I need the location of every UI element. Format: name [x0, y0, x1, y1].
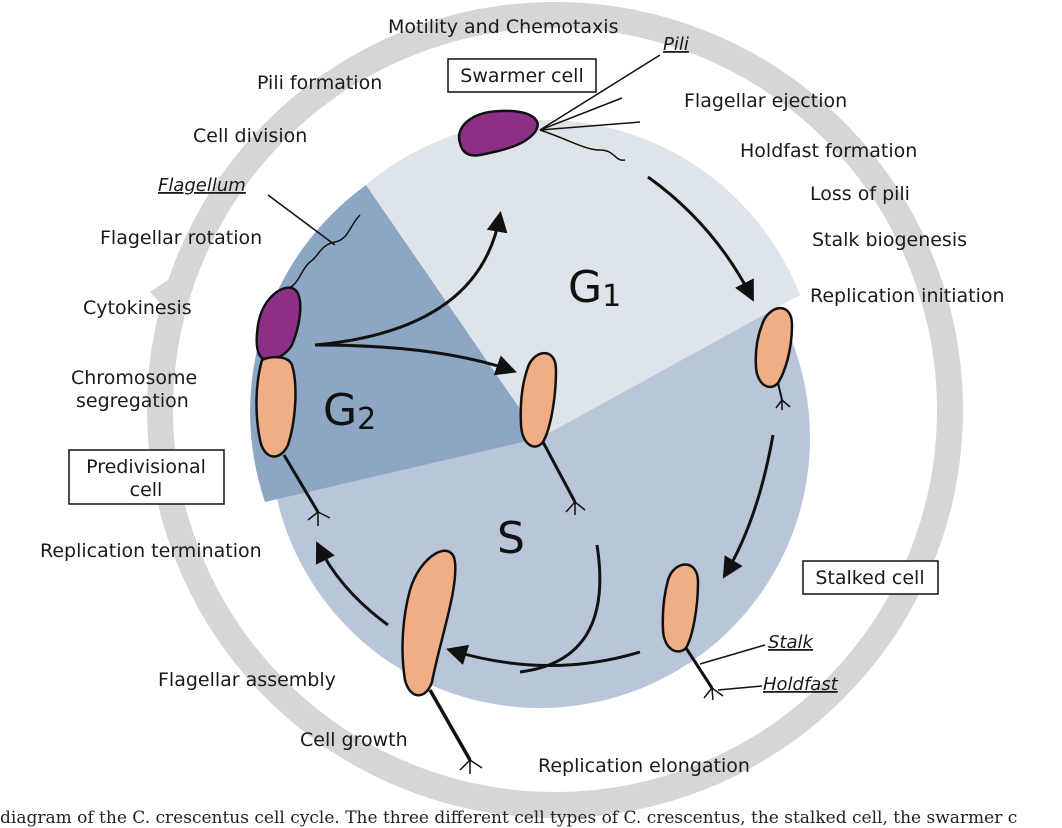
swarmer-cell-label: Swarmer cell [460, 65, 583, 87]
cell-body [401, 549, 457, 697]
pilus [539, 121, 641, 131]
cycle-arrows [314, 175, 775, 674]
stalked-compartment [255, 355, 297, 458]
flagellum [539, 129, 626, 161]
ring-arrowhead [150, 268, 186, 312]
flagellar-assembly-label: Flagellar assembly [158, 669, 336, 691]
replication-elongation-label: Replication elongation [538, 755, 750, 777]
holdfast-leader [717, 685, 763, 691]
replication-termination-label: Replication termination [40, 540, 262, 562]
cell-growth-label: Cell growth [300, 729, 408, 751]
stalk-biogenesis-label: Stalk biogenesis [812, 229, 967, 251]
arrow-to-stalked-daughter [314, 343, 517, 376]
predivisional-cell [255, 194, 361, 526]
replication-initiation-label: Replication initiation [810, 285, 1005, 307]
arrow-stalked-down [722, 434, 775, 579]
stalk-label: Stalk [768, 632, 815, 653]
g1-phase-sector [366, 119, 800, 438]
arrow-swarmer-to-stalked [647, 175, 754, 302]
chromosome-segregation-label-line1: Chromosome [71, 367, 197, 389]
stalk [684, 647, 714, 689]
swarmer-cell-body [457, 109, 539, 157]
stalk [428, 689, 472, 761]
swarmer-cell-box: Swarmer cell [447, 58, 597, 93]
stalk [541, 441, 577, 503]
cytokinesis-label: Cytokinesis [83, 297, 192, 319]
stalk [282, 454, 320, 513]
stalked-cell-center [519, 351, 586, 515]
s-label: S [497, 513, 525, 564]
flagellar-ejection-label: Flagellar ejection [684, 90, 847, 112]
pili-label: Pili [663, 34, 689, 55]
cell-body [661, 563, 700, 653]
g2-phase-sector [250, 185, 540, 502]
flagellum [284, 214, 361, 291]
holdfast-formation-label: Holdfast formation [740, 140, 917, 162]
predivisional-label-line2: cell [130, 479, 163, 501]
g2-label: G2 [323, 385, 376, 437]
chromosome-segregation-label-line2: segregation [76, 390, 189, 412]
predivisional-cell-box: Predivisional cell [68, 449, 225, 505]
flagellum-leader [267, 194, 336, 246]
stalked-cell-right [754, 306, 794, 410]
arrow-s-loop [519, 544, 602, 674]
stalk [777, 382, 783, 401]
flagellum-label: Flagellum [158, 175, 246, 196]
stalked-cell-label: Stalked cell [815, 567, 924, 589]
holdfast [307, 511, 331, 526]
pilus [539, 97, 623, 131]
pili-formation-label: Pili formation [257, 72, 382, 94]
stalk-leader [699, 644, 766, 665]
pili-leader [539, 54, 661, 131]
stalked-cell-box: Stalked cell [802, 560, 939, 595]
outer-cycle-ring [147, 2, 963, 818]
arrow-to-predivisional [315, 541, 389, 627]
cell-division-label: Cell division [193, 125, 307, 147]
swarmer-cell [457, 54, 661, 161]
holdfast [459, 759, 483, 774]
holdfast [565, 501, 586, 515]
g1-label: G1 [568, 262, 621, 314]
flagellar-rotation-label: Flagellar rotation [100, 227, 262, 249]
holdfast [775, 399, 791, 410]
holdfast [703, 687, 724, 701]
swarmer-compartment [255, 286, 302, 362]
motility-chemotaxis-label: Motility and Chemotaxis [388, 16, 618, 38]
growing-cell [401, 549, 483, 774]
loss-of-pili-label: Loss of pili [810, 183, 910, 205]
cell-body [754, 306, 794, 389]
holdfast-label: Holdfast [763, 674, 839, 695]
cell-body [519, 351, 558, 448]
arrow-to-swarmer [314, 210, 508, 347]
stalked-cell-bottom [661, 563, 766, 701]
predivisional-label-line1: Predivisional [86, 456, 206, 478]
figure-caption: diagram of the C. crescentus cell cycle.… [0, 808, 1018, 828]
